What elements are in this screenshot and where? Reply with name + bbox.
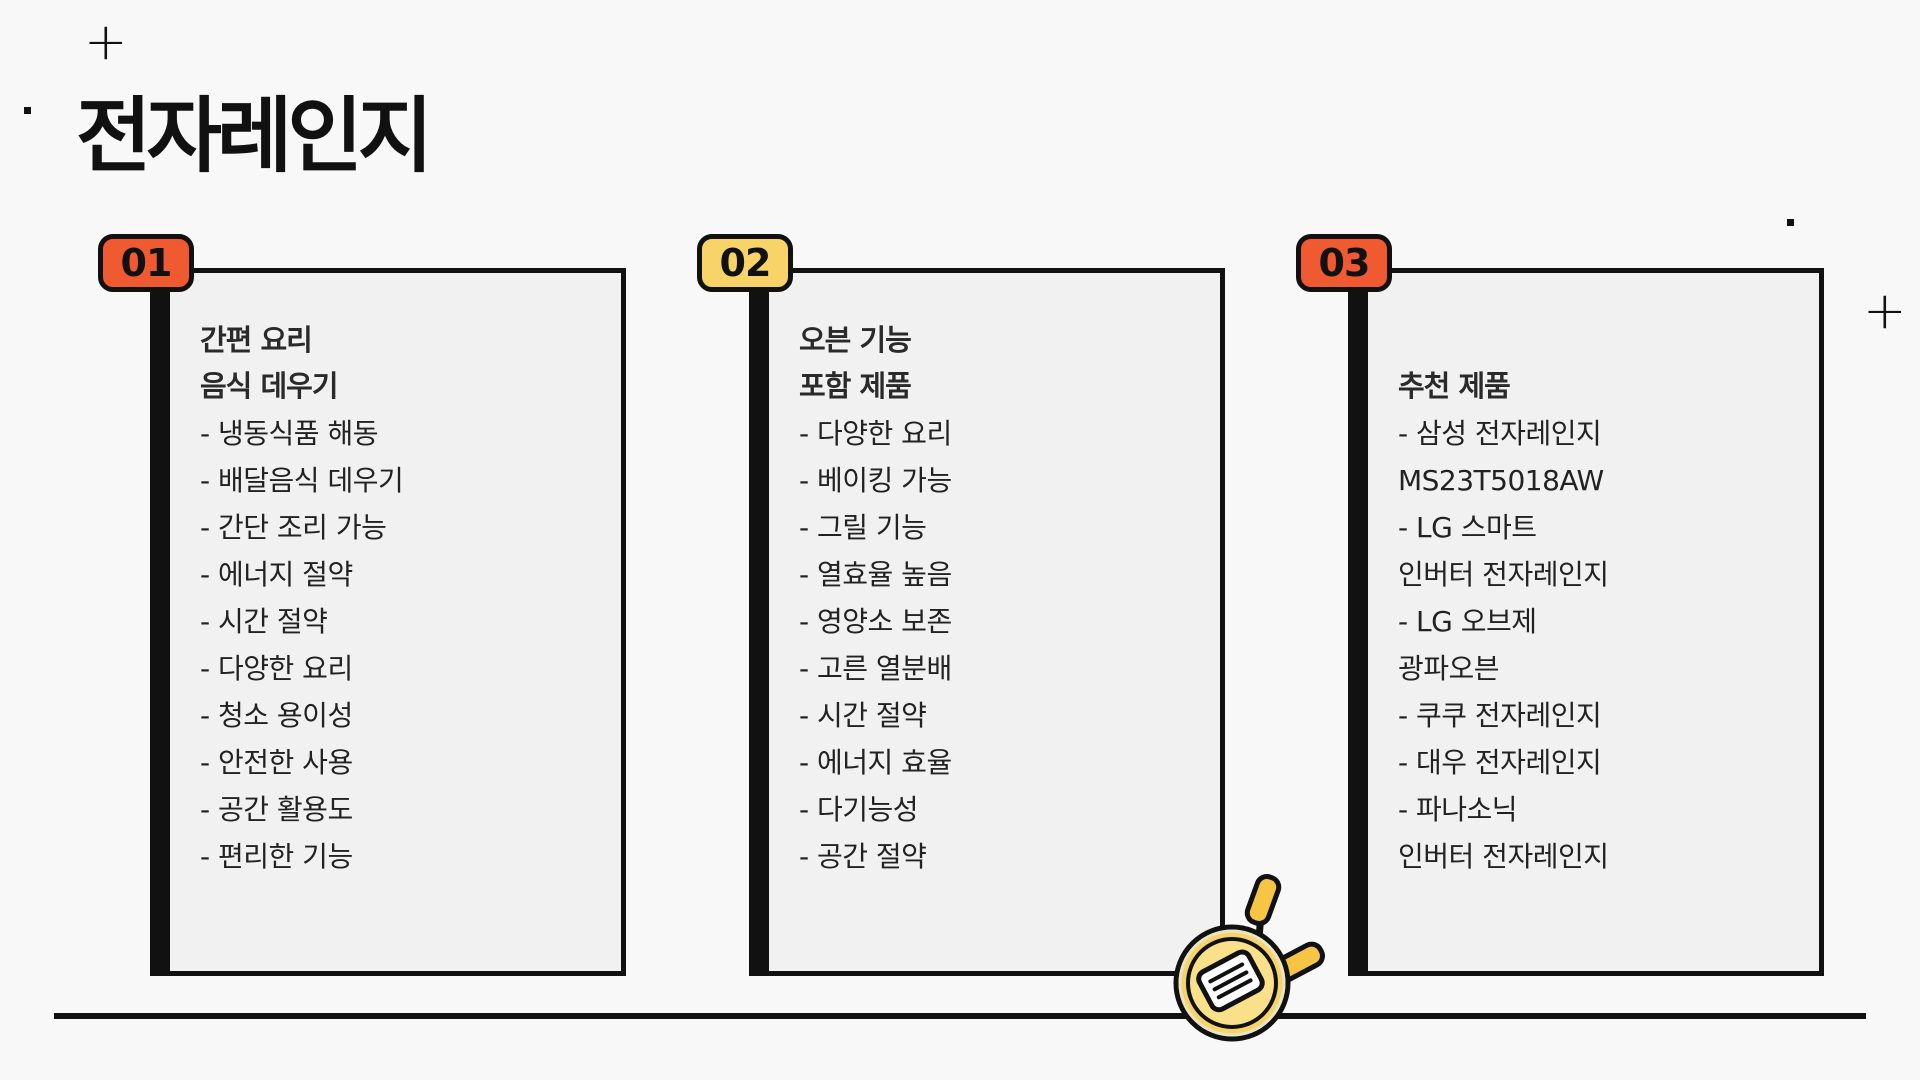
list-item: - 삼성 전자레인지 bbox=[1398, 417, 1602, 450]
list-item: - 에너지 절약 bbox=[200, 558, 353, 591]
list-item: - LG 오브제 bbox=[1398, 605, 1537, 638]
badge-number: 03 bbox=[1318, 241, 1371, 285]
card-heading: 간편 요리 음식 데우기 bbox=[200, 317, 600, 407]
list-item: - 시간 절약 bbox=[200, 605, 328, 638]
list-item: - 다양한 요리 bbox=[799, 417, 952, 450]
number-badge-02: 02 bbox=[697, 234, 793, 292]
list-item: - 냉동식품 해동 bbox=[200, 417, 378, 450]
list-item: - 영양소 보존 bbox=[799, 605, 952, 638]
frying-pan-icon bbox=[1173, 874, 1325, 1042]
card-feature-list: - 다양한 요리 - 베이킹 가능 - 그릴 기능 - 열효율 높음 - 영양소… bbox=[799, 410, 952, 880]
list-item: - 배달음식 데우기 bbox=[200, 464, 404, 497]
card-heading-line-2: 포함 제품 bbox=[799, 369, 912, 403]
list-item: - 대우 전자레인지 bbox=[1398, 746, 1602, 779]
list-item: MS23T5018AW bbox=[1398, 464, 1604, 497]
card-heading-line-2: 음식 데우기 bbox=[200, 369, 339, 403]
list-item: - 공간 절약 bbox=[799, 840, 927, 873]
list-item: - 청소 용이성 bbox=[200, 699, 353, 732]
timeline-baseline bbox=[54, 1013, 1866, 1019]
list-item: - 안전한 사용 bbox=[200, 746, 353, 779]
card-product-list: - 삼성 전자레인지 MS23T5018AW - LG 스마트 인버터 전자레인… bbox=[1398, 410, 1609, 880]
card-heading-line-2: 추천 제품 bbox=[1398, 369, 1511, 403]
card-heading: 오븐 기능 포함 제품 bbox=[799, 317, 1199, 407]
dot-decoration-left bbox=[24, 107, 31, 114]
list-item: - 그릴 기능 bbox=[799, 511, 927, 544]
number-badge-03: 03 bbox=[1296, 234, 1392, 292]
number-badge-01: 01 bbox=[98, 234, 194, 292]
list-item: - 간단 조리 가능 bbox=[200, 511, 387, 544]
card-heading-line-1 bbox=[1398, 317, 1798, 363]
card-heading-line-1: 오븐 기능 bbox=[799, 323, 912, 357]
list-item: - 공간 활용도 bbox=[200, 793, 353, 826]
list-item: - 에너지 효율 bbox=[799, 746, 952, 779]
list-item: - 파나소닉 bbox=[1398, 793, 1518, 826]
list-item: - 다양한 요리 bbox=[200, 652, 353, 685]
page-title: 전자레인지 bbox=[76, 89, 433, 184]
card-recommended-products: 추천 제품 - 삼성 전자레인지 MS23T5018AW - LG 스마트 인버… bbox=[1348, 268, 1824, 976]
list-item: - 베이킹 가능 bbox=[799, 464, 952, 497]
card-feature-list: - 냉동식품 해동 - 배달음식 데우기 - 간단 조리 가능 - 에너지 절약… bbox=[200, 410, 404, 880]
list-item: - 시간 절약 bbox=[799, 699, 927, 732]
list-item: - 열효율 높음 bbox=[799, 558, 952, 591]
plus-decoration-right: + bbox=[1863, 281, 1907, 341]
list-item: - 편리한 기능 bbox=[200, 840, 353, 873]
list-item: 인버터 전자레인지 bbox=[1398, 840, 1609, 873]
list-item: - 고른 열분배 bbox=[799, 652, 952, 685]
card-heading: 추천 제품 bbox=[1398, 317, 1798, 407]
plus-decoration-top-left: + bbox=[84, 12, 128, 72]
badge-number: 02 bbox=[719, 241, 772, 285]
list-item: 광파오븐 bbox=[1398, 652, 1500, 685]
spatula-head-icon bbox=[1196, 949, 1265, 1013]
list-item: 인버터 전자레인지 bbox=[1398, 558, 1609, 591]
list-item: - 다기능성 bbox=[799, 793, 919, 826]
card-heading-line-1: 간편 요리 bbox=[200, 323, 313, 357]
card-easy-cooking: 간편 요리 음식 데우기 - 냉동식품 해동 - 배달음식 데우기 - 간단 조… bbox=[150, 268, 626, 976]
badge-number: 01 bbox=[120, 241, 173, 285]
dot-decoration-right bbox=[1787, 219, 1794, 226]
list-item: - LG 스마트 bbox=[1398, 511, 1537, 544]
list-item: - 쿠쿠 전자레인지 bbox=[1398, 699, 1602, 732]
card-oven-function: 오븐 기능 포함 제품 - 다양한 요리 - 베이킹 가능 - 그릴 기능 - … bbox=[749, 268, 1225, 976]
